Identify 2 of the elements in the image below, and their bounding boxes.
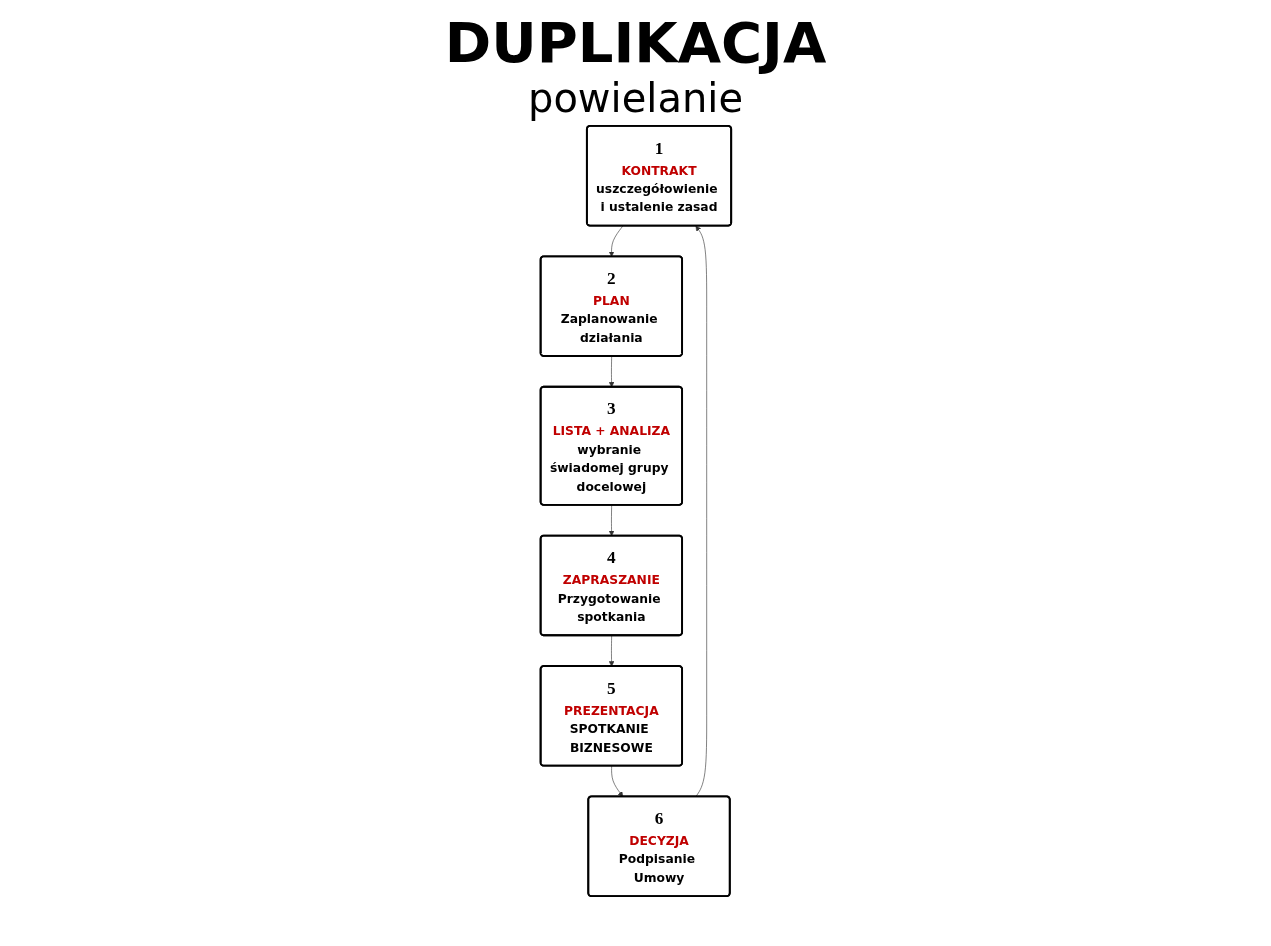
subtitle-text: powielanie: [528, 75, 743, 121]
diagram-title: DUPLIKACJA: [444, 10, 827, 75]
